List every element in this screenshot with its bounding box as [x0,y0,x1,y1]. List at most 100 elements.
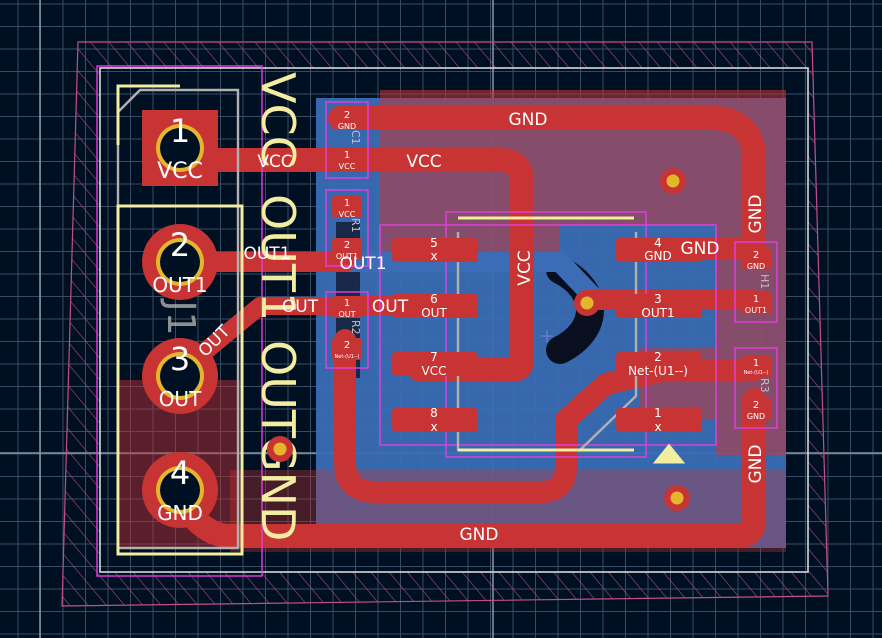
silk-vcc: VCC [251,72,305,168]
net-label-vcc-1: VCC [257,152,292,172]
r2-pad-1[interactable] [332,296,362,318]
j1-pad-3-net: OUT [159,387,202,411]
u1-pad-8[interactable] [392,408,478,432]
net-label-vcc-vertical: VCC [515,250,535,285]
r1-pad-1-net: VCC [339,210,356,219]
r2-pad-1-num: 1 [344,298,350,309]
h1-pad-1[interactable] [741,292,771,314]
u1-pad-8-num: 8 [430,406,438,420]
u1-pad-4-net: GND [644,249,672,263]
c1-pad-1-num: 1 [344,150,350,161]
u1-pad-4[interactable] [616,238,702,262]
r3-pad-2-net: GND [747,412,765,421]
trace-gnd-bottom[interactable] [168,388,766,548]
net-label-out1: OUT1 [243,244,290,264]
u1-pad-3-num: 3 [654,292,662,306]
u1-pad-6[interactable] [392,294,478,318]
j1-ref-label: J1 [159,298,203,335]
r1-pad-2-num: 2 [344,240,350,251]
j1-pad-labels: 1 VCC 2 OUT1 3 OUT 4 GND [152,112,207,525]
r2-pad-2-num: 2 [344,340,350,351]
net-labels: GND VCC VCC VCC OUT1 OUT1 OUT OUT OUT GN… [195,110,766,545]
silk-out: OUT [251,340,305,439]
u1-pad-8-net: x [430,420,437,434]
u1-silkscreen [458,216,686,464]
u1-pad-6-num: 6 [430,292,438,306]
r1-ref: R1 [349,218,362,233]
smd-ref-labels: C1 R1 R2 H1 R3 [349,130,771,393]
u1-pad-5-num: 5 [430,236,438,250]
h1-pad-2[interactable] [741,248,771,270]
c1-pad-1[interactable] [332,148,362,170]
r2-pad-2[interactable] [332,338,362,360]
u1-pad-5[interactable] [392,238,478,262]
h1-pad-2-num: 2 [753,250,759,261]
u1-pad-7[interactable] [392,352,478,376]
u1-pad-2[interactable] [616,352,702,376]
j1-pad-4-net: GND [157,501,203,525]
u1-pad-1[interactable] [616,408,702,432]
u1-pad-7-num: 7 [430,350,438,364]
u1-pad-7-net: VCC [422,364,447,378]
u1-pad-6-net: OUT [421,306,447,320]
r1-pad-2-net: OUT1 [336,252,358,261]
trace-net-u1[interactable] [334,329,765,503]
r3-pad-1-net: Net-(U1--) [744,370,769,376]
j1-fab-outline [116,88,240,550]
j1-pads [142,110,218,528]
u1-pad-1-num: 1 [654,406,662,420]
smd-pad-labels: 2 GND 1 VCC 1 VCC 2 OUT1 1 OUT 2 Net-(U1… [335,110,769,421]
h1-pad-2-net: GND [747,262,765,271]
net-label-gnd-right-bottom: GND [746,445,766,484]
r2-pad-2-net: Net-(U1--) [335,354,360,360]
c1-pad-1-net: VCC [339,162,356,171]
u1-pad-3-net: OUT1 [641,306,674,320]
r2-pad-1-net: OUT [338,310,355,319]
u1-pad-5-net: x [430,249,437,263]
r3-pad-2-num: 2 [753,400,759,411]
c1-pad-2-net: GND [338,122,356,131]
r3-pad-2[interactable] [741,398,771,420]
u1-pad-1-net: x [654,420,661,434]
vias [267,168,690,511]
r1-pad-2[interactable] [332,238,362,260]
u1-pad-2-net: Net-(U1--) [628,364,688,378]
trace-gnd-top[interactable] [328,106,766,260]
h1-ref: H1 [758,274,771,289]
j1-pad-2-net: OUT1 [152,273,207,297]
net-label-out-2: OUT [372,297,409,317]
j1-pad-3-num: 3 [170,340,190,378]
r2-ref: R2 [349,320,362,335]
r1-pad-1[interactable] [332,196,362,218]
u1-pads [392,238,702,432]
net-label-gnd-u1: GND [681,239,720,259]
r3-pad-1-num: 1 [753,358,759,369]
r1-pad-1-num: 1 [344,198,350,209]
board-edge [99,67,809,573]
net-label-vcc-2: VCC [406,152,441,172]
u1-pad-3[interactable] [616,294,702,318]
u1-pad-4-num: 4 [654,236,662,250]
header-silk-labels: VCC OUT1 OUT GND [251,72,305,541]
smd-pads [332,108,771,420]
courtyards [96,65,778,577]
h1-pad-1-net: OUT1 [745,306,767,315]
origin-marker [541,330,553,342]
u1-pad-2-num: 2 [654,350,662,364]
j1-silkscreen [116,84,244,556]
net-label-out1-back: OUT1 [339,254,386,274]
net-label-gnd-right-top: GND [746,195,766,234]
c1-pad-2[interactable] [332,108,362,130]
trace-vcc[interactable] [168,136,534,382]
silk-out1: OUT1 [251,194,305,321]
j1-pad-2-num: 2 [170,226,190,264]
j1-pad-1-net: VCC [157,159,203,184]
net-label-out-1: OUT [282,297,319,317]
board-keepout-hatch [61,41,829,607]
r3-pad-1[interactable] [741,356,771,378]
c1-pad-2-num: 2 [344,110,350,121]
j1-pad-1-num: 1 [170,112,190,150]
r3-ref: R3 [758,378,771,393]
